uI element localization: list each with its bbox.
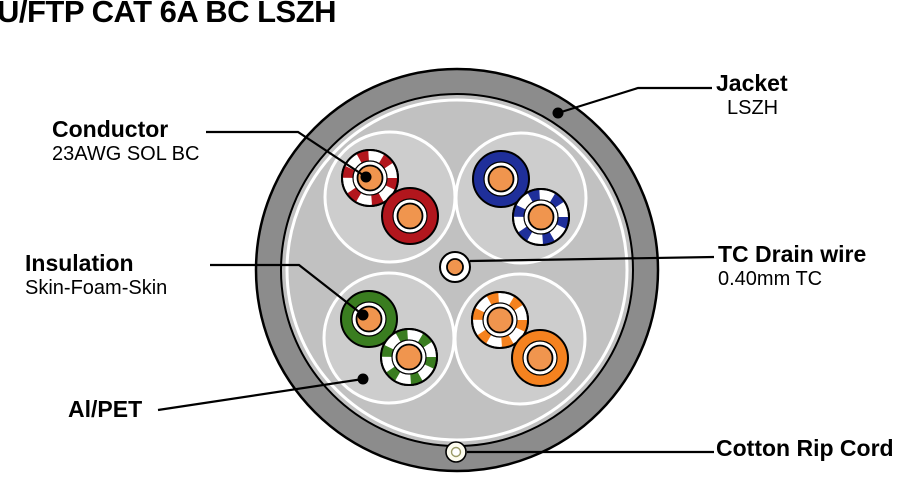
drain-wire-core <box>446 258 464 276</box>
wire-dash-stripes <box>513 189 569 245</box>
alpet-foil-ring <box>285 98 629 442</box>
pair-red <box>323 130 457 264</box>
leader-dot-jacket <box>552 107 564 119</box>
wire-outer-outline <box>471 291 529 349</box>
label-rip-cord: Cotton Rip Cord <box>716 435 894 462</box>
wire-conductor-core <box>487 165 515 193</box>
wire-outer-outline <box>341 149 399 207</box>
label-jacket-name: Jacket <box>716 70 788 96</box>
label-jacket: Jacket LSZH <box>716 70 788 119</box>
pair-green <box>322 271 456 405</box>
label-drain-wire: TC Drain wire 0.40mm TC <box>718 241 867 290</box>
leader-drain-wire <box>469 255 715 263</box>
wire-green-solid <box>340 290 398 348</box>
label-insulation-name: Insulation <box>25 250 134 276</box>
wire-dash-stripes <box>342 150 398 206</box>
leader-lines <box>157 86 715 454</box>
leader-jacket <box>557 86 712 115</box>
wire-outer-outline <box>380 328 438 386</box>
wire-outer-outline <box>512 188 570 246</box>
leader-dot-insulation <box>357 309 369 321</box>
leader-dot-alpet <box>357 373 369 385</box>
wire-green-dashed <box>380 328 438 386</box>
wire-conductor-core <box>486 306 514 334</box>
page-title: U/FTP CAT 6A BC LSZH <box>0 0 337 29</box>
label-drain-wire-value: 0.40mm TC <box>718 267 823 290</box>
pair-blue <box>454 131 588 265</box>
wire-conductor-core <box>396 202 424 230</box>
wire-dash-stripes <box>472 292 528 348</box>
label-conductor: Conductor 23AWG SOL BC <box>52 116 200 165</box>
label-jacket-value: LSZH <box>727 96 779 119</box>
wire-conductor-core <box>527 203 555 231</box>
leader-alpet <box>157 377 364 412</box>
leader-insulation <box>210 263 364 316</box>
wire-orange-solid <box>511 329 569 387</box>
label-insulation: Insulation Skin-Foam-Skin <box>25 250 168 299</box>
label-insulation-value: Skin-Foam-Skin <box>25 276 168 299</box>
label-conductor-value: 23AWG SOL BC <box>52 142 200 165</box>
label-al-pet: Al/PET <box>68 396 143 423</box>
wire-conductor-core <box>395 343 423 371</box>
wire-conductor-core <box>526 344 554 372</box>
wire-blue-solid <box>472 150 530 208</box>
wire-red-solid <box>381 187 439 245</box>
rip-cord-inner <box>450 446 462 458</box>
pair-orange <box>453 272 587 406</box>
leader-dot-conductor <box>360 171 372 183</box>
wire-blue-dashed <box>512 188 570 246</box>
label-conductor-name: Conductor <box>52 116 169 142</box>
leader-conductor <box>206 130 367 178</box>
label-rip-cord-name: Cotton Rip Cord <box>716 435 894 461</box>
drain-wire <box>439 251 471 283</box>
label-drain-wire-name: TC Drain wire <box>718 241 867 267</box>
label-al-pet-name: Al/PET <box>68 396 143 422</box>
wire-dash-stripes <box>381 329 437 385</box>
rip-cord <box>445 441 467 463</box>
wire-orange-dashed <box>471 291 529 349</box>
